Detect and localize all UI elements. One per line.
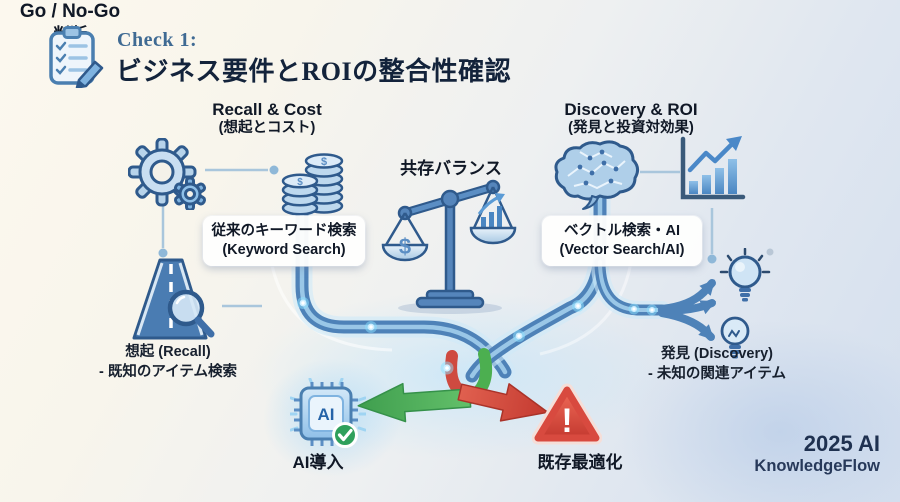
discovery-caption: 発見 (Discovery) - 未知の関連アイテム <box>637 345 797 384</box>
balance-left-pan: $ <box>381 212 429 262</box>
left-column-heading: Recall & Cost (想起とコスト) <box>167 100 367 138</box>
coin-dollar-glyph: $ <box>297 177 303 188</box>
connector-lines <box>161 168 714 308</box>
balance-right-pan <box>469 186 517 245</box>
pencil-icon <box>75 60 104 88</box>
left-heading-en: Recall & Cost <box>212 100 322 119</box>
decision-line1: Go / No-Go <box>19 1 121 22</box>
chip-ai-glyph: AI <box>318 405 335 424</box>
nogo-arrow <box>457 383 549 422</box>
keyword-pill-en: (Keyword Search) <box>222 242 346 258</box>
keyword-pill-jp: 従来のキーワード検索 <box>211 223 357 240</box>
discovery-caption-line2: - 未知の関連アイテム <box>648 365 786 382</box>
coin-stacks-icon: $ $ <box>281 153 344 216</box>
vector-search-pill: ベクトル検索・AI (Vector Search/AI) <box>542 216 702 266</box>
right-heading-en: Discovery & ROI <box>564 100 698 119</box>
brand-footer: 2025 AI KnowledgeFlow <box>754 431 880 477</box>
left-heading-jp: (想起とコスト) <box>218 120 316 137</box>
right-column-heading: Discovery & ROI (発見と投資対効果) <box>531 100 731 138</box>
bulb-rays <box>719 248 771 274</box>
lightbulb-idea-icon <box>720 316 750 359</box>
coin-dollar-glyph: $ <box>321 156 327 168</box>
page-title: ビジネス要件とROIの整合性確認 <box>116 57 512 86</box>
optimize-existing-label: 既存最適化 <box>537 453 623 472</box>
road-search-icon <box>132 258 215 340</box>
check-kicker: Check 1: <box>117 29 198 51</box>
discovery-caption-line1: 発見 (Discovery) <box>660 346 773 362</box>
brain-nodes <box>577 149 619 186</box>
balance-scale-icon: $ <box>381 179 517 309</box>
pipe-branch <box>591 253 671 319</box>
go-arrow <box>357 382 472 423</box>
brand-line1: 2025 AI <box>803 431 880 456</box>
check-badge-icon <box>332 422 358 448</box>
warning-exclamation-glyph: ! <box>561 402 572 440</box>
brain-icon <box>554 140 640 210</box>
recall-caption-line1: 想起 (Recall) <box>125 344 211 360</box>
gears-icon <box>128 138 207 210</box>
pan-dollar-glyph: $ <box>399 234 411 259</box>
vector-pill-en: (Vector Search/AI) <box>559 242 685 258</box>
vector-pill-jp: ベクトル検索・AI <box>564 223 680 240</box>
recall-caption-line2: - 既知のアイテム検索 <box>99 363 237 380</box>
balance-label: 共存バランス <box>400 159 502 178</box>
branch-arrows <box>658 279 717 341</box>
clipboard-check-icon <box>49 26 104 88</box>
ai-chip-check-icon: AI <box>290 378 366 448</box>
nogo-tail <box>445 350 468 398</box>
growth-chart-icon <box>680 136 746 200</box>
brand-line2: KnowledgeFlow <box>754 457 880 476</box>
ai-adoption-label: AI導入 <box>292 453 344 472</box>
lightbulb-lit-icon <box>719 248 771 302</box>
warning-triangle-icon: ! <box>532 383 602 445</box>
magnifier-icon <box>167 289 215 338</box>
right-heading-jp: (発見と投資対効果) <box>568 120 694 137</box>
recall-caption: 想起 (Recall) - 既知のアイテム検索 <box>78 343 258 382</box>
keyword-search-pill: 従来のキーワード検索 (Keyword Search) <box>203 216 365 266</box>
